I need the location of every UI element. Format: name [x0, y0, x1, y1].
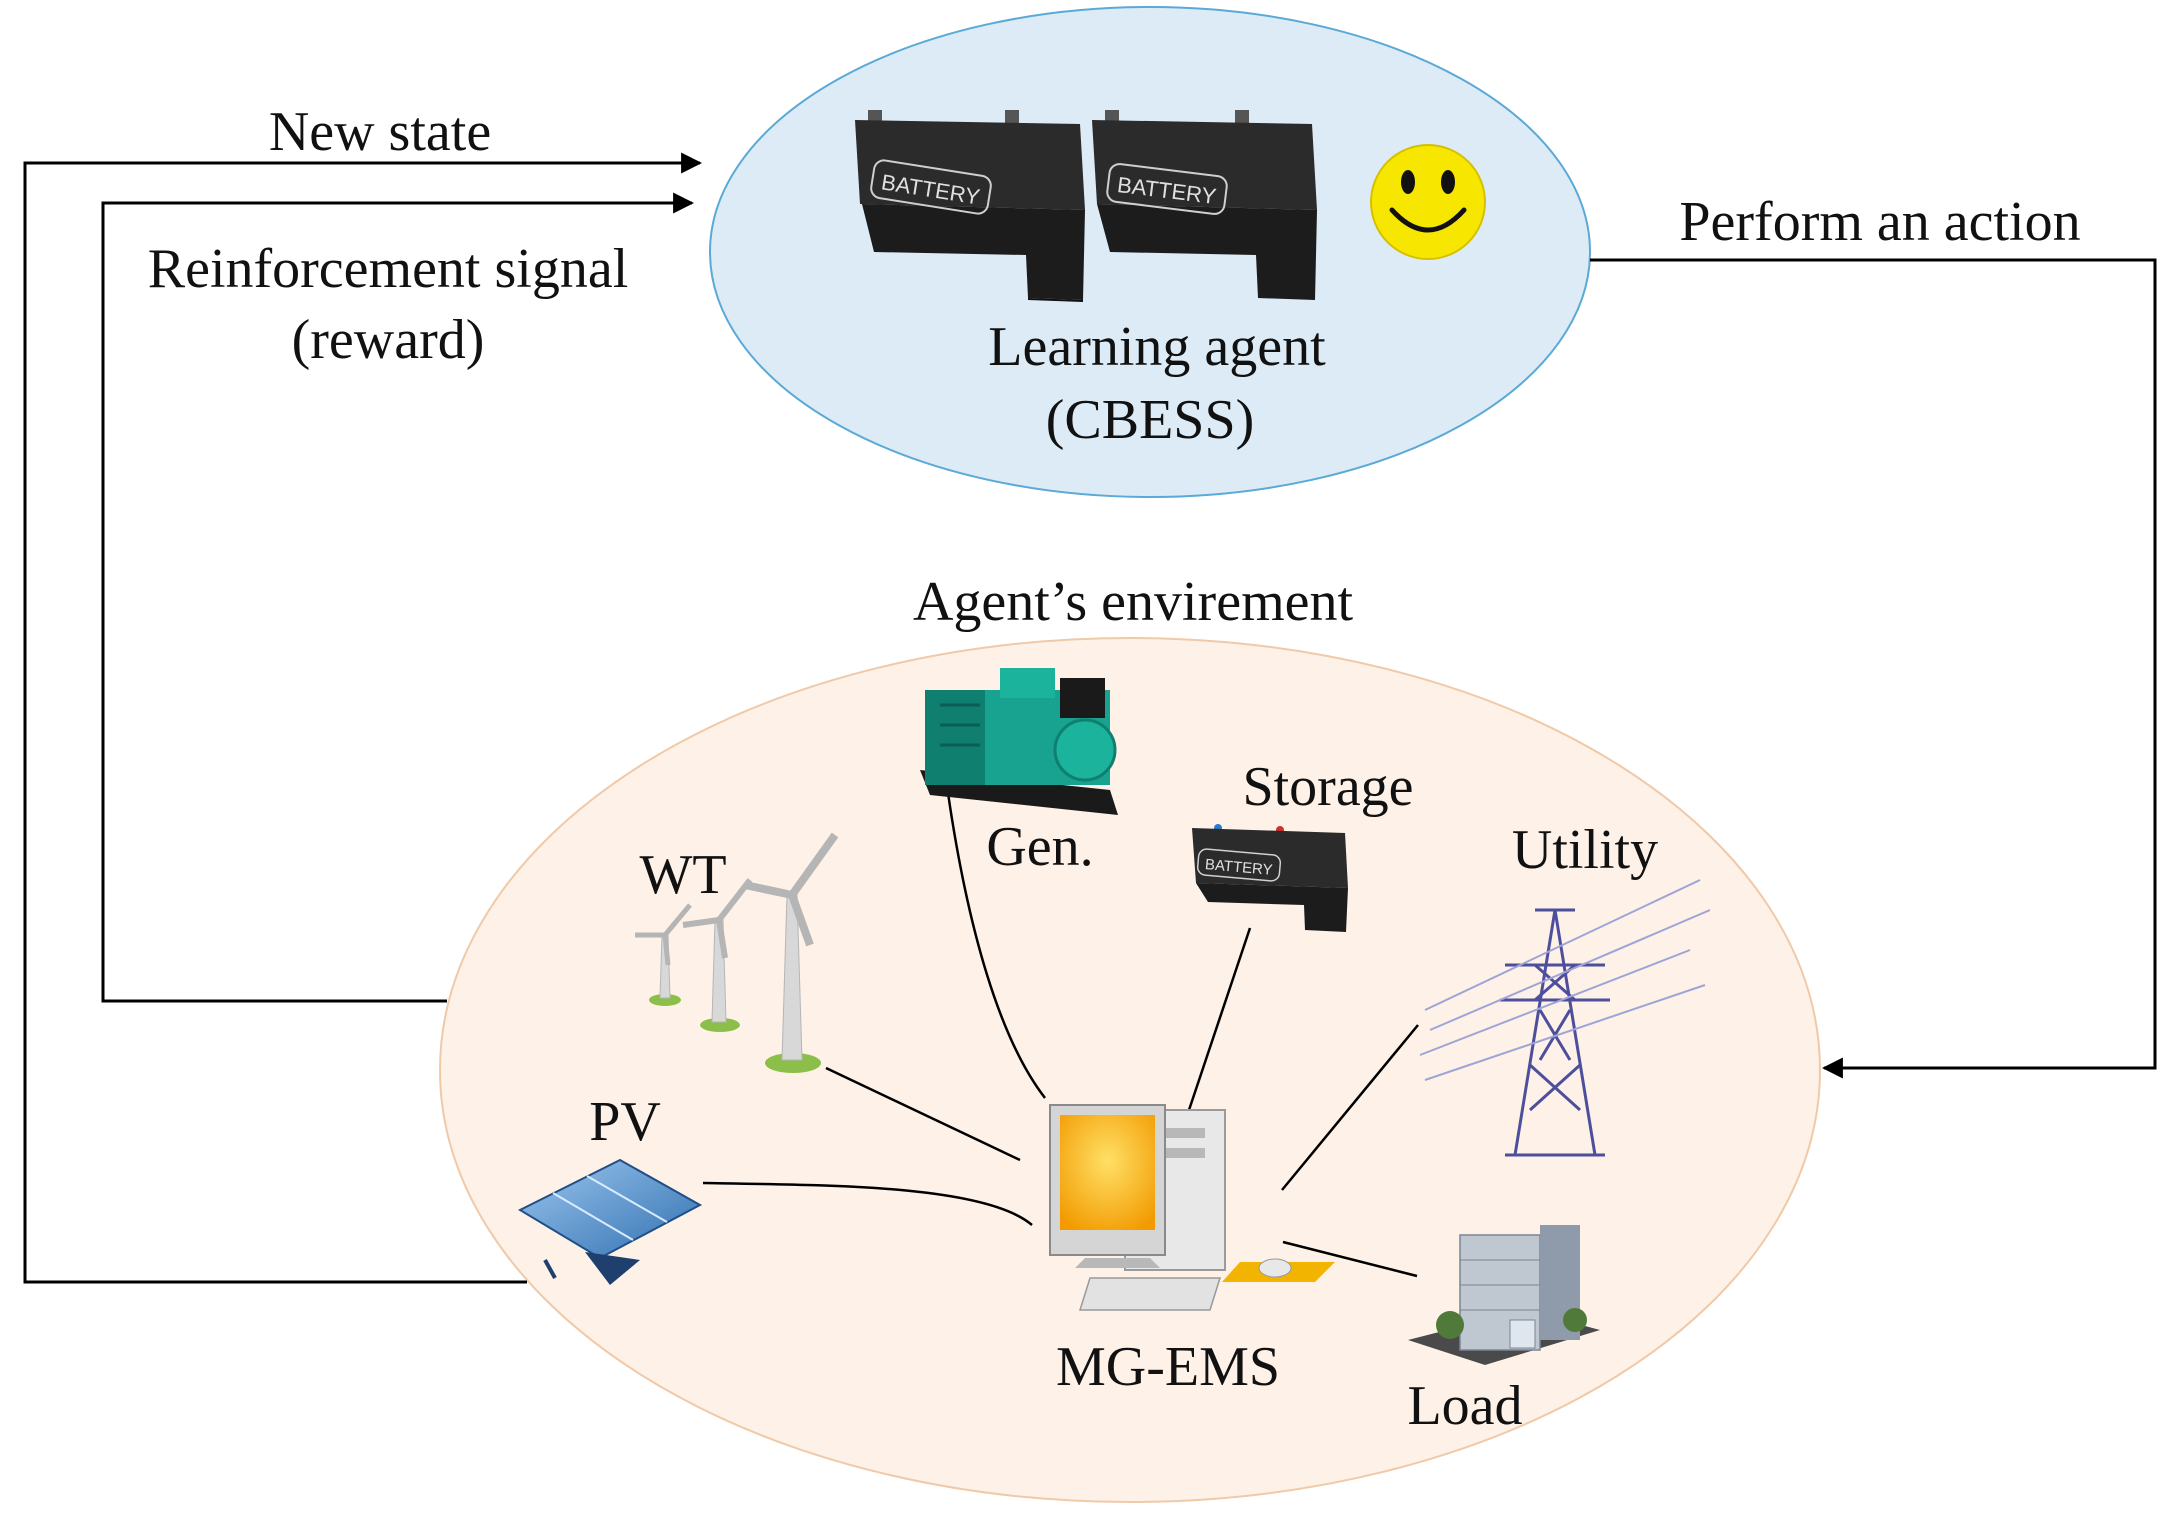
storage-battery-label: BATTERY — [1204, 856, 1273, 879]
storage-label: Storage — [1242, 756, 1413, 818]
utility-connection — [1281, 1024, 1419, 1191]
pv-label: PV — [589, 1091, 661, 1153]
generator-icon — [920, 668, 1118, 815]
gen-connection — [946, 792, 1046, 1099]
agent-batteries: BATTERY BATTERY — [855, 110, 1486, 302]
new-state-arrow — [23, 152, 703, 1284]
storage-connection — [1186, 927, 1252, 1114]
transmission-tower-icon — [1419, 879, 1711, 1157]
action-label: Perform an action — [1679, 191, 2080, 253]
pv-connection — [702, 1181, 1033, 1226]
agent-subtitle: (CBESS) — [1046, 389, 1255, 451]
environment-title: Agent’s envirement — [913, 571, 1354, 633]
battery-icon: BATTERY — [855, 110, 1085, 302]
reward-label-line2: (reward) — [292, 309, 485, 371]
gen-label: Gen. — [986, 816, 1093, 878]
solar-panel-icon — [517, 1158, 703, 1285]
load-label: Load — [1407, 1375, 1522, 1437]
battery-icon: BATTERY — [1092, 110, 1317, 300]
action-arrow — [1590, 258, 2157, 1079]
wind-turbine-icon — [635, 832, 839, 1073]
ems-label: MG-EMS — [1056, 1336, 1280, 1398]
computer-icon — [1049, 1104, 1335, 1311]
smiley-icon — [1370, 144, 1486, 260]
load-connection — [1282, 1240, 1418, 1278]
ems-connections — [702, 792, 1419, 1278]
agent-title: Learning agent — [988, 316, 1326, 378]
building-icon — [1408, 1225, 1600, 1365]
storage-battery-icon: BATTERY — [1192, 824, 1348, 932]
new-state-label: New state — [269, 101, 491, 163]
wt-connection — [825, 1066, 1021, 1162]
wt-label: WT — [639, 844, 726, 906]
utility-label: Utility — [1512, 819, 1658, 881]
reward-label-line1: Reinforcement signal — [148, 238, 629, 300]
reward-arrow — [101, 192, 695, 1003]
